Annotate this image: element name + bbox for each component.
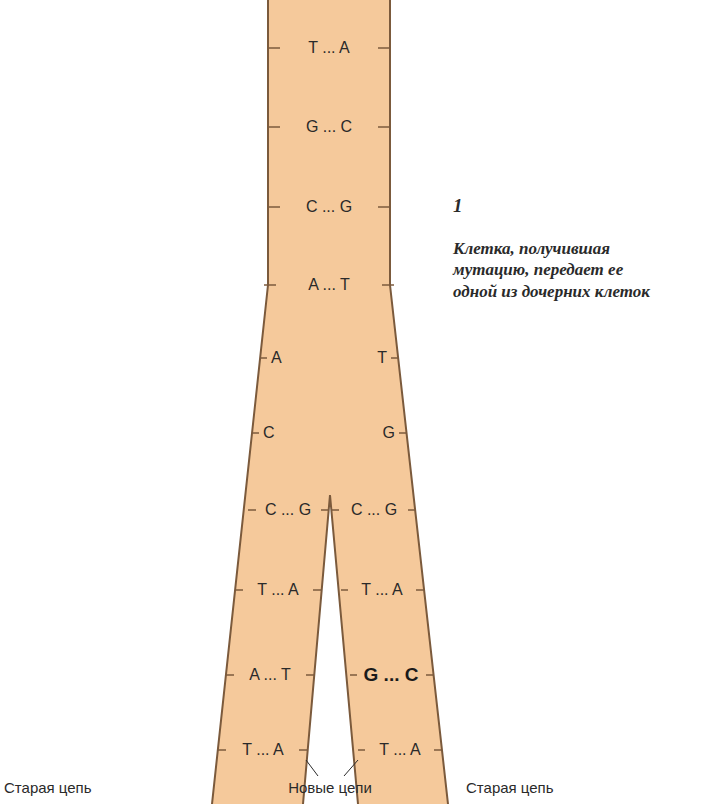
single-base: A [271,349,282,367]
strand-label: Старая цепь [466,779,554,796]
base-pair: C ... G [306,198,352,216]
single-base: T [377,349,387,367]
mutant-base-pair: G ... C [364,664,419,686]
callout-note: Клетка, получившая мутацию, передает ее … [453,238,658,302]
base-pair: T ... A [379,741,421,759]
base-pair: G ... C [306,118,352,136]
strand-lines [212,0,448,804]
base-pair: C ... G [265,501,311,519]
base-pair: T ... A [242,741,284,759]
single-base: G [383,424,395,442]
base-pair: A ... T [308,276,350,294]
single-base: C [263,424,275,442]
base-pair: T ... A [308,39,350,57]
base-pair: A ... T [249,666,291,684]
strand-label: Старая цепь [4,779,92,796]
base-pair: T ... A [257,581,299,599]
callout-number: 1 [453,195,463,217]
strand-label: Новые цепи [288,779,372,796]
base-pair: C ... G [351,501,397,519]
base-ticks [218,48,442,750]
old-strand-left [212,0,268,804]
fork-fill [212,0,448,804]
new-strands [303,495,358,804]
base-pair: T ... A [361,581,403,599]
leader-lines [306,760,358,776]
